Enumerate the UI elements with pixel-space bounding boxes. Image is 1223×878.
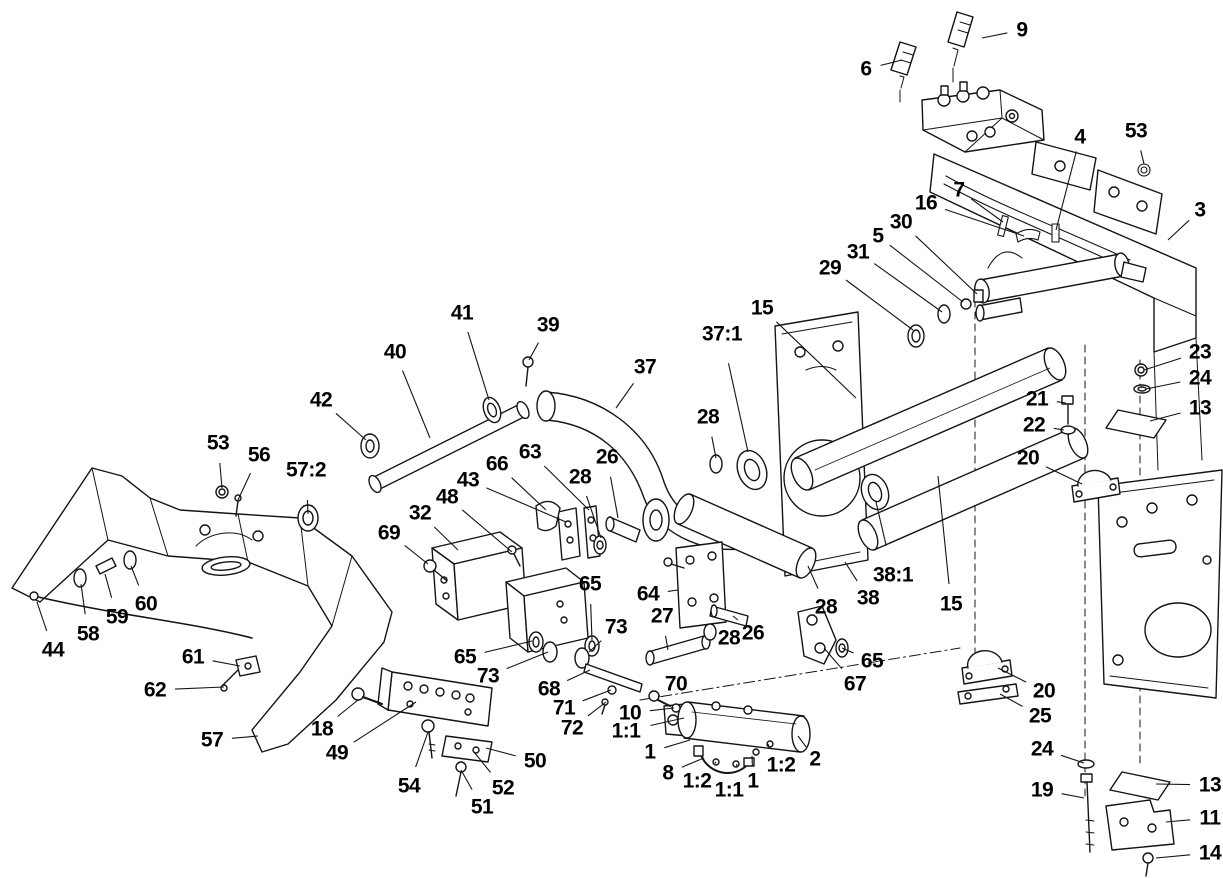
callout-73: 73 <box>476 664 500 688</box>
callout-9: 9 <box>1016 18 1028 42</box>
callout-6: 6 <box>860 57 872 81</box>
callout-58: 58 <box>76 622 100 646</box>
callout-20: 20 <box>1016 446 1040 470</box>
callout-1-1: 1:1 <box>714 778 744 802</box>
callout-43: 43 <box>456 468 480 492</box>
callout-7: 7 <box>953 178 965 202</box>
callout-73: 73 <box>604 615 628 639</box>
callout-69: 69 <box>377 521 401 545</box>
callout-53: 53 <box>1124 119 1148 143</box>
callout-4: 4 <box>1074 125 1086 149</box>
tube-bushings <box>709 449 890 511</box>
callout-11: 11 <box>1199 806 1221 830</box>
callout-39: 39 <box>536 313 560 337</box>
callout-13: 13 <box>1188 396 1212 420</box>
callout-61: 61 <box>181 645 205 669</box>
callout-59: 59 <box>105 605 129 629</box>
callout-62: 62 <box>143 678 167 702</box>
callout-52: 52 <box>491 776 515 800</box>
callout-16: 16 <box>914 191 938 215</box>
callout-32: 32 <box>408 501 432 525</box>
bracket-cluster <box>423 500 641 653</box>
main-frame <box>929 153 1223 699</box>
callout-23: 23 <box>1188 340 1212 364</box>
leader-lines <box>36 32 1191 859</box>
callout-31: 31 <box>846 240 870 264</box>
callout-50: 50 <box>523 749 547 773</box>
callout-18: 18 <box>310 717 334 741</box>
callout-19: 19 <box>1030 778 1054 802</box>
callout-15: 15 <box>939 592 963 616</box>
callout-65: 65 <box>860 649 884 673</box>
callout-63: 63 <box>518 440 542 464</box>
top-hardware <box>997 163 1151 243</box>
callout-51: 51 <box>470 795 494 819</box>
callout-1-2: 1:2 <box>682 769 712 793</box>
callout-56: 56 <box>247 443 271 467</box>
link-assembly <box>528 541 749 715</box>
cross-tube-upper <box>790 347 1067 491</box>
left-frame-weldment <box>11 467 393 753</box>
callout-20: 20 <box>1032 679 1056 703</box>
callout-21: 21 <box>1025 387 1049 411</box>
callout-8: 8 <box>662 761 674 785</box>
callout-65: 65 <box>453 645 477 669</box>
callout-28: 28 <box>568 465 592 489</box>
callout-1: 1 <box>747 769 759 793</box>
callout-38: 38 <box>856 586 880 610</box>
callout-13: 13 <box>1198 773 1222 797</box>
lower-tube <box>673 493 817 579</box>
callout-26: 26 <box>595 445 619 469</box>
callout-66: 66 <box>485 452 509 476</box>
hydraulic-valve-assembly <box>890 11 1097 191</box>
callout-1: 1 <box>644 740 656 764</box>
callout-54: 54 <box>397 774 421 798</box>
callout-60: 60 <box>134 592 158 616</box>
callout-37: 37 <box>633 355 657 379</box>
callout-40: 40 <box>383 340 407 364</box>
callout-10: 10 <box>618 701 642 725</box>
callout-14: 14 <box>1198 841 1222 865</box>
callout-71: 71 <box>552 696 576 720</box>
callout-22: 22 <box>1022 413 1046 437</box>
callout-44: 44 <box>41 638 65 662</box>
callout-67: 67 <box>843 672 867 696</box>
callout-26: 26 <box>741 621 765 645</box>
callout-24: 24 <box>1030 737 1054 761</box>
callout-30: 30 <box>889 210 913 234</box>
callout-57-2: 57:2 <box>285 458 327 482</box>
callout-57: 57 <box>200 728 224 752</box>
upper-cylinder <box>907 251 1147 348</box>
callout-53: 53 <box>206 431 230 455</box>
lower-left-bracket <box>351 667 493 797</box>
right-hardware <box>957 363 1175 877</box>
callout-28: 28 <box>814 595 838 619</box>
pivot-tube <box>360 356 534 494</box>
callout-72: 72 <box>560 716 584 740</box>
callout-1-1: 1:1 <box>611 719 641 743</box>
callout-41: 41 <box>450 301 474 325</box>
callout-3: 3 <box>1194 198 1206 222</box>
callout-48: 48 <box>435 485 459 509</box>
callout-29: 29 <box>818 256 842 280</box>
callout-27: 27 <box>650 604 674 628</box>
callout-2: 2 <box>809 747 821 771</box>
callout-24: 24 <box>1188 366 1212 390</box>
callout-28: 28 <box>717 626 741 650</box>
callout-65: 65 <box>578 572 602 596</box>
callout-70: 70 <box>664 672 688 696</box>
callout-64: 64 <box>636 582 660 606</box>
callout-25: 25 <box>1028 704 1052 728</box>
callout-49: 49 <box>325 741 349 765</box>
callout-5: 5 <box>872 224 884 248</box>
callout-1-2: 1:2 <box>766 753 796 777</box>
callout-38-1: 38:1 <box>872 563 914 587</box>
callout-68: 68 <box>537 677 561 701</box>
callout-37-1: 37:1 <box>701 322 743 346</box>
callout-42: 42 <box>309 388 333 412</box>
callout-15: 15 <box>750 296 774 320</box>
callout-28: 28 <box>696 405 720 429</box>
bellcrank <box>797 605 849 665</box>
